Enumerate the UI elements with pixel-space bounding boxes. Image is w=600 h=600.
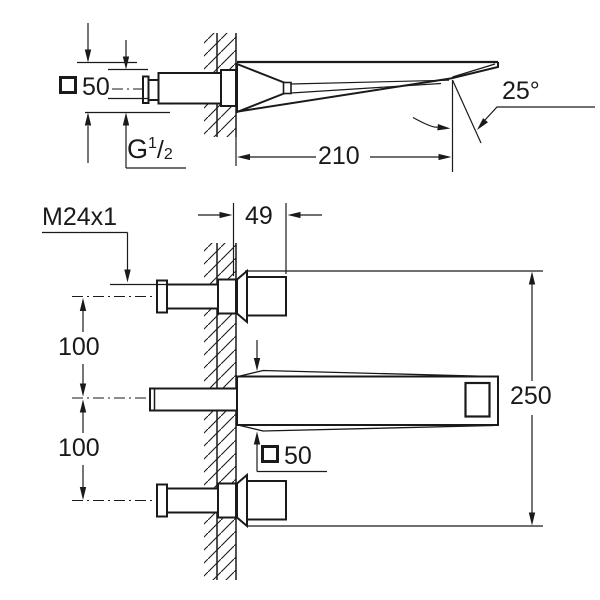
dim-upper-spacing-100: 100 — [58, 333, 100, 361]
square-symbol-icon — [261, 445, 279, 463]
square-symbol-icon — [59, 76, 77, 94]
side-view-dimensions — [77, 23, 595, 172]
dim-depth-49: 49 — [245, 202, 273, 230]
dim-reach-210: 210 — [318, 142, 360, 170]
dim-lower-spacing-100: 100 — [58, 434, 100, 462]
spout-front-view — [149, 369, 499, 432]
front-view-dimensions — [42, 203, 543, 527]
front-view-arrowheads — [79, 211, 536, 526]
dim-thread-m24x1: M24x1 — [42, 203, 118, 231]
dim-square50-side: 50 — [59, 75, 110, 100]
dim-angle-25: 25° — [502, 77, 540, 105]
dim-thread-g-half: G1/2 — [127, 134, 173, 164]
dim-height-250: 250 — [510, 382, 552, 410]
front-view-centerlines — [72, 295, 155, 502]
valve-lower-front-view — [156, 472, 287, 529]
spout-side-view — [112, 60, 499, 114]
side-view-arrowheads — [84, 49, 488, 161]
dim-square50-front: 50 — [261, 444, 312, 469]
valve-upper-front-view — [156, 268, 287, 325]
